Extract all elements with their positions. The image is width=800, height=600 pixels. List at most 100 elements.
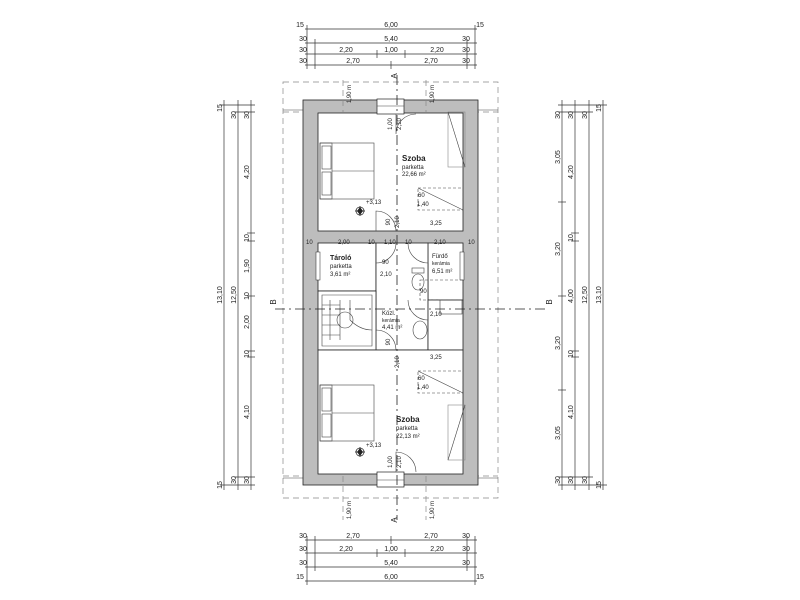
right-c2-a: 30	[568, 111, 575, 119]
wardrobes	[417, 187, 464, 394]
left-c3-e: 10	[244, 292, 251, 300]
staircase	[321, 294, 373, 347]
right-c2-c: 10	[568, 234, 575, 242]
top-dim-r1-c: 15	[476, 22, 484, 29]
left-c2-c: 30	[231, 476, 238, 484]
note-90-tarolo: 90	[382, 260, 389, 266]
note-10-a: 10	[306, 240, 313, 246]
bed-lower	[319, 384, 375, 442]
right-c3-a: 30	[582, 111, 589, 119]
left-c3-c: 10	[244, 234, 251, 242]
top-dim-r2-c: 30	[462, 36, 470, 43]
bottom-dim-r1-c: 2,70	[424, 533, 438, 540]
section-mark-b-left: B	[269, 299, 278, 304]
top-dim-r3-e: 30	[462, 47, 470, 54]
bottom-dim-r2-a: 30	[299, 546, 307, 553]
note-10-c: 10	[405, 240, 412, 246]
bottom-dim-r1-b: 2,70	[346, 533, 360, 540]
top-dim-r3-c: 1,00	[384, 47, 398, 54]
tarolo-floor: parketta	[330, 264, 352, 270]
section-mark-b-right: B	[545, 299, 554, 304]
section-mark-a-bottom: A	[390, 517, 399, 523]
note-90-kozl: 90	[386, 338, 392, 345]
right-c2-g: 30	[568, 476, 575, 484]
left-c3-g: 10	[244, 350, 251, 358]
left-dimension-chains: 15 13,10 15 30 12,50 30 30 4,20 10 1,90 …	[217, 100, 255, 490]
right-c2-d: 4,00	[568, 289, 575, 303]
top-dim-r4-a: 30	[299, 58, 307, 65]
stair-area	[317, 290, 377, 351]
note-90-door: 90	[386, 218, 392, 225]
top-dim-r1-a: 15	[296, 22, 304, 29]
note-210-top: 2,10	[397, 118, 403, 130]
bottom-dim-r3-b: 5,40	[384, 560, 398, 567]
top-dim-r4-c: 2,70	[424, 58, 438, 65]
right-c3-b: 12,50	[582, 286, 589, 304]
room-label-tarolo: Tároló parketta 3,61 m²	[330, 255, 352, 278]
walls	[302, 99, 479, 486]
left-c2-b: 12,50	[231, 286, 238, 304]
room-label-szoba-lower: Szoba parketta 22,13 m² +3,13	[366, 415, 420, 449]
furdo-floor: kerámia	[432, 261, 450, 267]
level-marker-lower	[355, 447, 365, 457]
left-c3-f: 2,00	[244, 315, 251, 329]
right-c2-b: 4,20	[568, 165, 575, 179]
bottom-dimension-chains: 30 2,70 2,70 30 30 2,20 1,00 2,20 30 30 …	[296, 533, 484, 585]
note-325-top: 3,25	[430, 221, 442, 227]
left-c2-a: 30	[231, 111, 238, 119]
left-c3-b: 4,20	[244, 165, 251, 179]
top-dim-r2-a: 30	[299, 36, 307, 43]
roof-marker-tr: 1,90 m	[430, 85, 436, 103]
note-60-bottom: 60	[418, 376, 425, 382]
bathroom-fixtures	[411, 267, 463, 340]
szoba2-level: +3,13	[366, 443, 382, 449]
note-110: 1,10	[384, 240, 396, 246]
note-325-bottom: 3,25	[430, 355, 442, 361]
note-210-kozl: 2,10	[395, 356, 401, 368]
right-dimension-chains: 30 3,05 3,20 3,20 3,05 30 30 4,20 10 4,0…	[555, 100, 607, 490]
top-dim-r3-b: 2,20	[339, 47, 353, 54]
left-c1-a: 15	[217, 104, 224, 112]
left-c1-c: 15	[217, 481, 224, 489]
roof-marker-bl: 1,90 m	[347, 501, 353, 519]
section-mark-a-top: A	[390, 73, 399, 79]
bottom-dim-r3-c: 30	[462, 560, 470, 567]
top-dimension-chains: 15 6,00 15 30 5,40 30 30 2,20 1,00 2,20 …	[296, 22, 484, 69]
room-label-szoba-upper: Szoba parketta 22,66 m² +3,13	[366, 154, 426, 206]
note-210-mid: 2,10	[434, 240, 446, 246]
left-c3-i: 30	[244, 476, 251, 484]
szoba1-area: 22,66 m²	[402, 172, 426, 178]
right-c1-f: 30	[555, 476, 562, 484]
left-c1-b: 13,10	[217, 286, 224, 304]
roof-height-markers: 1,90 m 1,90 m 1,90 m 1,90 m	[342, 80, 436, 520]
right-c4-c: 15	[596, 481, 603, 489]
szoba2-name: Szoba	[396, 415, 420, 424]
wet-corridor	[427, 299, 464, 351]
note-10-d: 10	[468, 240, 475, 246]
top-dim-r4-b: 2,70	[346, 58, 360, 65]
kozl-area: 4,41 m²	[382, 325, 402, 331]
tarolo-area: 3,61 m²	[330, 272, 350, 278]
right-c4-b: 13,10	[596, 286, 603, 304]
note-60-top: 60	[418, 193, 425, 199]
room-szoba-upper	[317, 112, 464, 232]
bottom-dim-r2-d: 2,20	[430, 546, 444, 553]
right-c1-e: 3,05	[555, 426, 562, 440]
top-dim-r3-d: 2,20	[430, 47, 444, 54]
bed-upper	[319, 142, 375, 200]
room-szoba-lower	[317, 349, 464, 475]
right-c1-a: 30	[555, 111, 562, 119]
furdo-name: Fürdő	[432, 254, 448, 260]
top-dim-r1-b: 6,00	[384, 22, 398, 29]
right-c4-a: 15	[596, 104, 603, 112]
bottom-dim-r2-e: 30	[462, 546, 470, 553]
furdo-area: 6,51 m²	[432, 269, 452, 275]
note-140-bottom: 1,40	[417, 385, 429, 391]
section-lines: A A B B	[269, 73, 554, 523]
top-dim-r2-b: 5,40	[384, 36, 398, 43]
right-c3-c: 30	[582, 476, 589, 484]
right-c1-c: 3,20	[555, 242, 562, 256]
note-100-top: 1,00	[388, 118, 394, 130]
room-tarolo	[317, 242, 377, 292]
level-marker-upper	[355, 206, 365, 216]
